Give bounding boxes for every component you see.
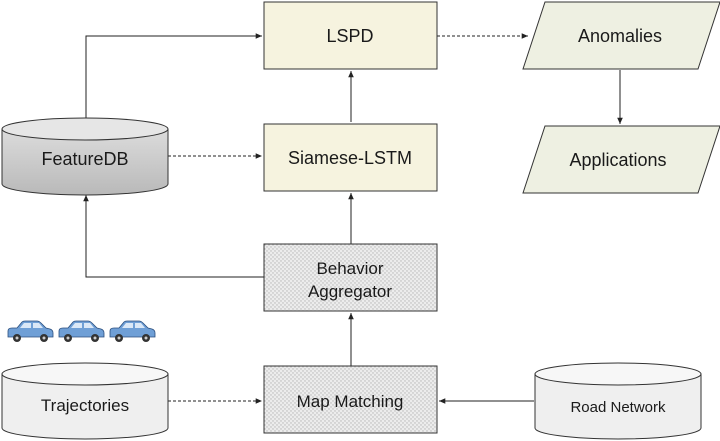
node-featuredb: FeatureDB [1, 117, 169, 196]
node-anomalies-label: Anomalies [578, 26, 662, 46]
node-behavior-label-line2: Aggregator [308, 282, 392, 301]
node-behavior-label-line1: Behavior [316, 259, 383, 278]
car-icon [58, 320, 105, 342]
node-map-matching-label: Map Matching [297, 392, 404, 411]
node-trajectories-label: Trajectories [41, 396, 129, 415]
arrow-behavior-to-featuredb [83, 195, 264, 278]
node-siamese-lstm-label: Siamese-LSTM [288, 148, 412, 168]
car-icon [7, 320, 54, 342]
node-lspd: LSPD [263, 1, 438, 70]
car-icon [109, 320, 156, 342]
node-lspd-label: LSPD [326, 26, 373, 46]
node-applications-label: Applications [569, 150, 666, 170]
node-behavior-aggregator: Behavior Aggregator [263, 243, 438, 312]
node-applications: Applications [522, 125, 720, 194]
car-icons [7, 320, 156, 342]
arrow-featuredb-to-lspd [85, 33, 262, 118]
node-siamese-lstm: Siamese-LSTM [263, 123, 438, 192]
node-road-network: Road Network [534, 362, 702, 440]
node-anomalies: Anomalies [522, 1, 720, 70]
connectors [83, 33, 623, 404]
node-map-matching: Map Matching [263, 365, 438, 434]
node-trajectories: Trajectories [1, 362, 169, 440]
node-road-network-label: Road Network [570, 399, 666, 416]
node-featuredb-label: FeatureDB [41, 149, 128, 169]
